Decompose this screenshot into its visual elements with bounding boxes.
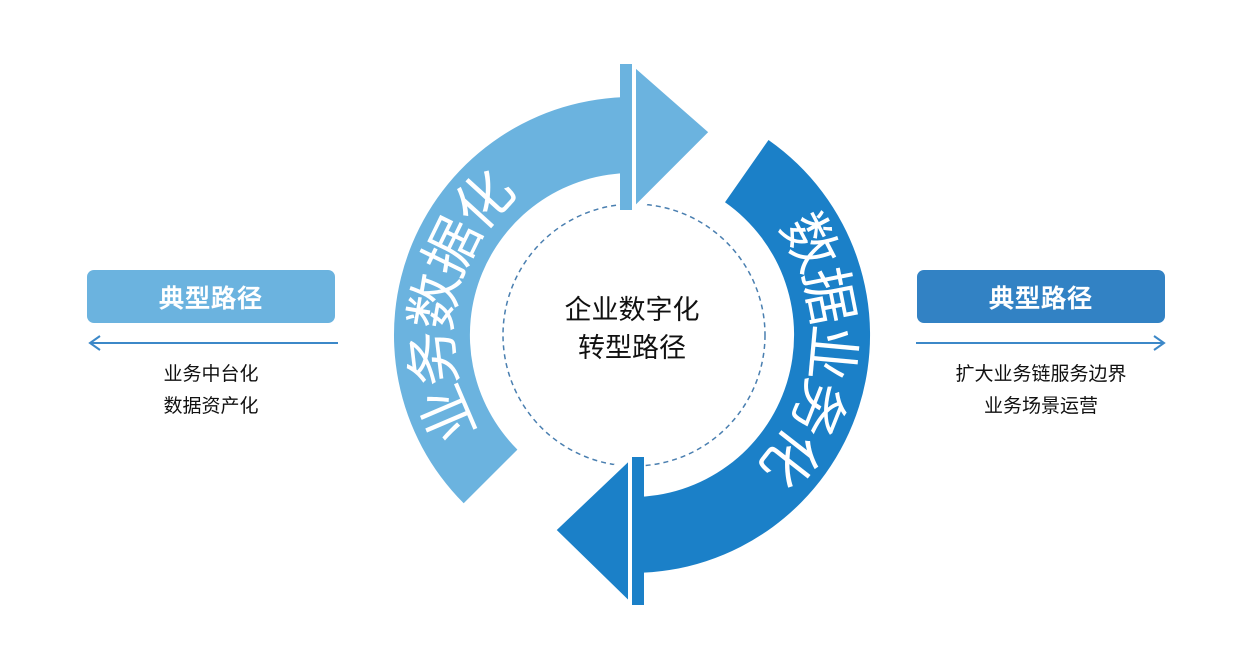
left-box-label: 典型路径 <box>158 283 263 313</box>
center-title: 企业数字化 转型路径 <box>532 292 732 368</box>
dashed-inner-circle <box>502 203 766 467</box>
dark-arrow-head <box>545 443 636 619</box>
light-arrow-joint <box>620 64 632 210</box>
dark-arrow-joint <box>632 457 644 605</box>
left-arrow-icon <box>88 335 338 351</box>
left-path-list: 业务中台化 数据资产化 <box>87 358 335 422</box>
left-path-item: 业务中台化 <box>163 363 259 385</box>
left-path-label-box: 典型路径 <box>87 270 335 323</box>
light-arrow-arc <box>393 97 632 504</box>
right-path-list: 扩大业务链服务边界 业务场景运营 <box>917 358 1165 422</box>
right-path-label-box: 典型路径 <box>917 270 1165 323</box>
light-arrow-head <box>628 51 720 224</box>
center-title-line: 企业数字化 <box>564 295 700 326</box>
dark-arrow-arc <box>632 140 871 573</box>
right-path-item: 业务场景运营 <box>983 395 1098 417</box>
right-path-item: 扩大业务链服务边界 <box>955 363 1127 385</box>
right-arrow-icon <box>916 335 1166 351</box>
light-arrow-label: 业务数据化 <box>399 158 528 452</box>
dark-arrow-label: 数据业务化 <box>747 203 866 500</box>
center-title-line: 转型路径 <box>578 333 686 364</box>
left-path-item: 数据资产化 <box>163 395 259 417</box>
right-box-label: 典型路径 <box>988 283 1093 313</box>
